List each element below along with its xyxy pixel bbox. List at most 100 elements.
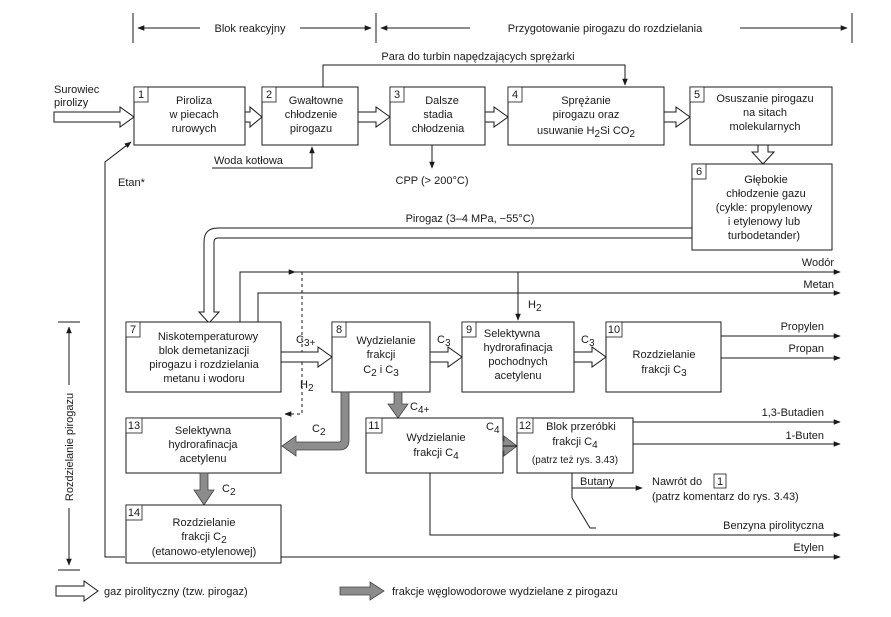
stream-c4plus: C4+ bbox=[410, 401, 430, 416]
svg-text:Osuszanie pirogazu: Osuszanie pirogazu bbox=[716, 93, 813, 105]
svg-text:frakcji C4: frakcji C4 bbox=[552, 436, 598, 451]
svg-text:Rozdzielanie: Rozdzielanie bbox=[173, 517, 236, 529]
svg-text:pirogazu oraz: pirogazu oraz bbox=[553, 109, 620, 121]
svg-text:chłodzenia: chłodzenia bbox=[412, 123, 465, 135]
stream-c2-a: C2 bbox=[312, 423, 326, 438]
svg-text:acetylenu: acetylenu bbox=[494, 370, 541, 382]
product-buten: 1-Buten bbox=[785, 430, 824, 442]
svg-text:frakcji C2: frakcji C2 bbox=[181, 531, 227, 546]
svg-text:blok demetanizacji: blok demetanizacji bbox=[159, 345, 250, 357]
svg-text:Niskotemperaturowy: Niskotemperaturowy bbox=[158, 331, 259, 343]
header-block-reakcyjny: Blok reakcyjny bbox=[132, 13, 377, 43]
svg-text:acetylenu: acetylenu bbox=[179, 453, 226, 465]
svg-text:C2 i C3: C2 i C3 bbox=[363, 364, 399, 379]
svg-text:Selektywna: Selektywna bbox=[175, 425, 232, 437]
svg-text:7: 7 bbox=[130, 324, 136, 336]
svg-text:frakcji C4: frakcji C4 bbox=[413, 447, 459, 462]
svg-text:(cykle: propylenowy: (cykle: propylenowy bbox=[716, 202, 813, 214]
svg-text:4: 4 bbox=[512, 89, 518, 101]
svg-text:Selektywna: Selektywna bbox=[484, 328, 541, 340]
box-9-selektywna: 9 Selektywna hydrorafinacja pochodnych a… bbox=[461, 321, 575, 393]
svg-text:Piroliza: Piroliza bbox=[176, 95, 213, 107]
svg-text:hydrorafinacja: hydrorafinacja bbox=[168, 439, 238, 451]
box-13-hydrorafinacja: 13 Selektywna hydrorafinacja acetylenu bbox=[125, 417, 282, 474]
steam-label: Para do turbin napędzających sprężarki bbox=[381, 51, 574, 63]
svg-text:chłodzenie gazu: chłodzenie gazu bbox=[726, 188, 806, 200]
boiler-water-label: Woda kotłowa bbox=[214, 155, 284, 167]
header-przygotowanie: Przygotowanie pirogazu do rozdzielania bbox=[380, 13, 853, 43]
box-14-rozdzielanie-c2: 14 Rozdzielanie frakcji C2 (etanowo-etyl… bbox=[125, 504, 282, 564]
svg-text:pirogazu: pirogazu bbox=[290, 123, 332, 135]
product-etylen: Etylen bbox=[793, 542, 824, 554]
c2-arrow-to-14 bbox=[193, 472, 215, 506]
svg-text:Gwałtowne: Gwałtowne bbox=[289, 95, 343, 107]
box-6-glebokie: 6 Głębokie chłodzenie gazu (cykle: propy… bbox=[691, 163, 833, 251]
stream-c3-b: C3 bbox=[581, 334, 595, 349]
svg-text:chłodzenie: chłodzenie bbox=[285, 109, 338, 121]
box-2-chlodzenie: 2 Gwałtowne chłodzenie pirogazu bbox=[261, 86, 359, 146]
svg-text:frakcji: frakcji bbox=[367, 349, 396, 361]
product-komentarz: (patrz komentarz do rys. 3.43) bbox=[652, 491, 799, 503]
h2-top-label: H2 bbox=[528, 299, 542, 314]
svg-text:pochodnych: pochodnych bbox=[488, 356, 547, 368]
legend-grey-label: frakcje węglowodorowe wydzielane z pirog… bbox=[392, 586, 618, 598]
box-4-sprezanie: 4 Sprężanie pirogazu oraz usuwanie H2Si … bbox=[507, 86, 665, 146]
svg-text:(patrz też rys. 3.43): (patrz też rys. 3.43) bbox=[532, 455, 618, 466]
box-3-dalsze: 3 Dalsze stadia chłodzenia bbox=[389, 86, 486, 146]
legend-grey-arrow bbox=[339, 581, 385, 601]
stream-c4: C4 bbox=[486, 421, 500, 436]
benzyna-line bbox=[429, 473, 841, 538]
svg-text:10: 10 bbox=[608, 324, 620, 336]
svg-text:11: 11 bbox=[368, 420, 379, 432]
svg-text:usuwanie H2Si CO2: usuwanie H2Si CO2 bbox=[537, 125, 635, 140]
c2-arrow-to-13 bbox=[281, 391, 350, 457]
product-butadien: 1,3-Butadien bbox=[762, 407, 824, 419]
svg-text:(etanowo-etylenowej): (etanowo-etylenowej) bbox=[152, 546, 257, 558]
svg-text:Wydzielanie: Wydzielanie bbox=[356, 335, 415, 347]
legend-hollow-arrow bbox=[55, 580, 99, 602]
legend: gaz pirolityczny (tzw. pirogaz) frakcje … bbox=[55, 580, 618, 602]
feed-label-1: Surowiec bbox=[54, 84, 100, 96]
product-benzyna: Benzyna pirolityczna bbox=[723, 520, 825, 532]
svg-text:Wydzielanie: Wydzielanie bbox=[406, 432, 465, 444]
side-span-rozdzielanie: Rozdzielanie pirogazu bbox=[58, 321, 80, 571]
svg-text:Sprężanie: Sprężanie bbox=[561, 95, 611, 107]
product-propan: Propan bbox=[789, 343, 824, 355]
feed-arrow bbox=[53, 106, 135, 128]
steam-line bbox=[322, 64, 628, 87]
svg-text:molekularnych: molekularnych bbox=[730, 121, 801, 133]
svg-text:Dalsze: Dalsze bbox=[425, 95, 459, 107]
svg-text:frakcji C3: frakcji C3 bbox=[641, 364, 687, 379]
svg-text:9: 9 bbox=[466, 324, 472, 336]
svg-text:metanu i wodoru: metanu i wodoru bbox=[163, 373, 244, 385]
svg-text:3: 3 bbox=[394, 89, 400, 101]
stream-c3plus: C3+ bbox=[296, 334, 316, 349]
c4plus-arrow bbox=[387, 391, 409, 419]
svg-text:pirogazu i rozdzielania: pirogazu i rozdzielania bbox=[149, 359, 259, 371]
feed-label-2: pirolizy bbox=[54, 97, 89, 109]
box-12-przerobka-c4: 12 Blok przeróbki frakcji C4 (patrz też … bbox=[516, 417, 634, 474]
ethane-label: Etan* bbox=[118, 177, 146, 189]
hydrogen-line bbox=[239, 269, 841, 322]
svg-text:Blok przeróbki: Blok przeróbki bbox=[546, 421, 616, 433]
legend-hollow-label: gaz pirolityczny (tzw. pirogaz) bbox=[104, 586, 248, 598]
nawrot-box-num: 1 bbox=[717, 476, 723, 488]
svg-text:Rozdzielanie: Rozdzielanie bbox=[633, 349, 696, 361]
svg-text:5: 5 bbox=[694, 89, 700, 101]
svg-text:8: 8 bbox=[336, 324, 342, 336]
stream-c2-b: C2 bbox=[222, 483, 236, 498]
box-5-osuszanie: 5 Osuszanie pirogazu na sitach molekular… bbox=[689, 86, 833, 146]
header-right-label: Przygotowanie pirogazu do rozdzielania bbox=[508, 23, 703, 35]
box-8-wydzielanie-c2c3: 8 Wydzielanie frakcji C2 i C3 bbox=[331, 321, 431, 393]
svg-text:Głębokie: Głębokie bbox=[744, 174, 787, 186]
box-10-rozdzielanie-c3: 10 Rozdzielanie frakcji C3 bbox=[605, 321, 722, 393]
box-7-demetanizacja: 7 Niskotemperaturowy blok demetanizacji … bbox=[125, 321, 282, 393]
svg-text:2: 2 bbox=[266, 89, 272, 101]
svg-text:hydrorafinacja: hydrorafinacja bbox=[483, 342, 553, 354]
product-wodor: Wodór bbox=[802, 257, 835, 269]
boiler-water-line bbox=[212, 146, 315, 169]
svg-text:14: 14 bbox=[128, 507, 140, 519]
header-left-label: Blok reakcyjny bbox=[215, 23, 286, 35]
stream-c3-a: C3 bbox=[437, 334, 451, 349]
